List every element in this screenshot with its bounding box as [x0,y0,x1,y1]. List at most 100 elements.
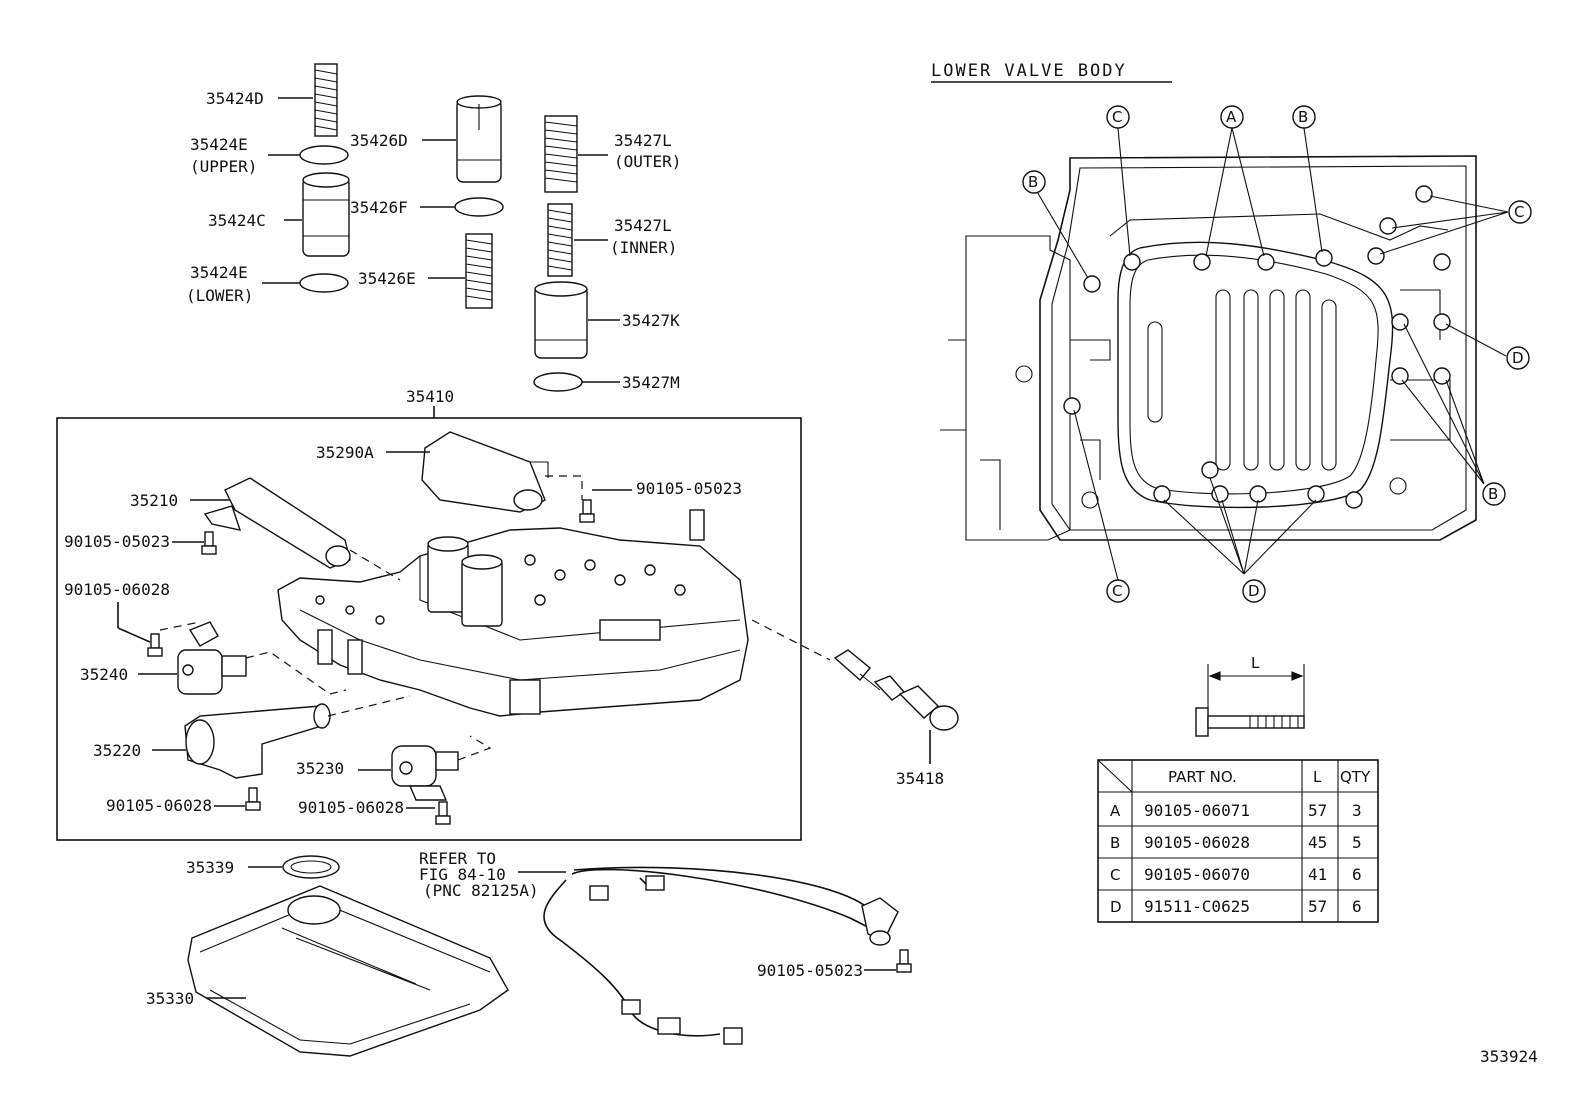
callout-B-right [1482,482,1506,506]
table-row-key: C [1110,866,1120,884]
solenoid-35240 [177,621,247,695]
label-35427K: 35427K [622,311,680,330]
oil-pan-35330 [187,885,509,1057]
spring-35427L-inner [547,203,573,277]
solenoid-35290A [421,431,549,513]
label-35339: 35339 [186,858,234,877]
callout-D-right-label: D [1512,349,1524,367]
label-90105-05023-harness: 90105-05023 [757,961,863,980]
label-35424E-lower: 35424E [190,263,248,282]
label-35427L-inner: 35427L [614,216,672,235]
label-35410: 35410 [406,387,454,406]
spring-35426E [465,233,493,309]
table-row-qty: 6 [1352,865,1362,884]
oring-35424E-lower [299,273,349,293]
callout-D-bottom-label: D [1248,582,1260,600]
label-35427L-outer: 35427L [614,131,672,150]
callout-C-top [1106,105,1130,129]
table-header-part-no: PART NO. [1168,768,1237,786]
solenoid-35210 [203,477,351,569]
bolt-90105-05023-harness [896,949,912,973]
label-refer-line3: (PNC 82125A) [423,881,539,900]
lower-valve-body-title: LOWER VALVE BODY [931,61,1127,81]
label-90105-06028-c: 90105-06028 [298,798,404,817]
callout-B-top [1292,105,1316,129]
label-35427M: 35427M [622,373,680,392]
wire-harness [543,866,899,1045]
table-row-l: 57 [1308,801,1327,820]
table-header-l: L [1313,768,1322,786]
callout-C-bottom [1106,579,1130,603]
table-row-qty: 5 [1352,833,1362,852]
sleeve-35424C [302,172,350,257]
label-35210: 35210 [130,491,178,510]
callout-D-right [1506,346,1530,370]
callout-C-right [1508,200,1532,224]
table-row-key: B [1110,834,1120,852]
label-35220: 35220 [93,741,141,760]
bolt-length-diagram [1195,664,1305,737]
spring-35427L-outer [544,115,578,193]
bolt-90105-05023-left [201,531,217,555]
bolt-90105-06028-b [245,787,261,811]
spring-35424D [314,63,338,137]
label-90105-06028-a: 90105-06028 [64,580,170,599]
table-row-key: D [1110,898,1122,916]
table-row-key: A [1110,802,1121,820]
label-35427L-inner-note: (INNER) [610,238,677,257]
label-35424E-lower-note: (LOWER) [186,286,253,305]
table-header-qty: QTY [1340,768,1371,786]
lower-valve-body-drawing [940,155,1477,541]
solenoid-35230 [391,745,459,801]
connector-35418 [833,649,959,731]
bolt-90105-06028-c [435,801,451,825]
bolt-90105-05023-upper [579,499,595,523]
oring-35427M [533,372,583,392]
label-refer-line2: FIG 84-10 [419,865,506,884]
oring-35424E-upper [299,145,349,165]
table-row-part-no: 91511-C0625 [1144,897,1250,916]
table-row-qty: 3 [1352,801,1362,820]
label-35424E-upper: 35424E [190,135,248,154]
bolt-spec-table [1097,759,1379,923]
label-35240: 35240 [80,665,128,684]
label-35424D: 35424D [206,89,264,108]
bolt-90105-06028-a [147,633,163,657]
table-row-l: 45 [1308,833,1327,852]
label-90105-06028-b: 90105-06028 [106,796,212,815]
callout-C-right-label: C [1514,203,1524,221]
table-row-part-no: 90105-06028 [1144,833,1250,852]
label-35330: 35330 [146,989,194,1008]
label-35424E-upper-note: (UPPER) [190,157,257,176]
callout-D-bottom [1242,579,1266,603]
table-row-qty: 6 [1352,897,1362,916]
figure-number: 353924 [1480,1047,1538,1066]
dimension-L-label: L [1251,654,1260,672]
label-35424C: 35424C [208,211,266,230]
valve-body-assembly-frame [56,417,802,841]
callout-C-bottom-label: C [1112,582,1122,600]
callout-A-label: A [1226,108,1237,126]
label-35426F: 35426F [350,198,408,217]
label-35290A: 35290A [316,443,374,462]
callout-B-left-label: B [1028,173,1038,191]
callout-B-right-label: B [1488,485,1498,503]
table-row-part-no: 90105-06071 [1144,801,1250,820]
solenoid-35220 [184,703,331,779]
label-35427L-outer-note: (OUTER) [614,152,681,171]
valve-body-35410 [277,509,749,717]
table-row-part-no: 90105-06070 [1144,865,1250,884]
label-90105-05023-left: 90105-05023 [64,532,170,551]
label-90105-05023-upper: 90105-05023 [636,479,742,498]
callout-A [1220,105,1244,129]
label-35418: 35418 [896,769,944,788]
callout-C-top-label: C [1112,108,1122,126]
callout-B-top-label: B [1298,108,1308,126]
label-35426D: 35426D [350,131,408,150]
plunger-35426D [456,95,502,183]
label-35426E: 35426E [358,269,416,288]
oring-35426F [454,197,504,217]
label-refer-line1: REFER TO [419,849,496,868]
